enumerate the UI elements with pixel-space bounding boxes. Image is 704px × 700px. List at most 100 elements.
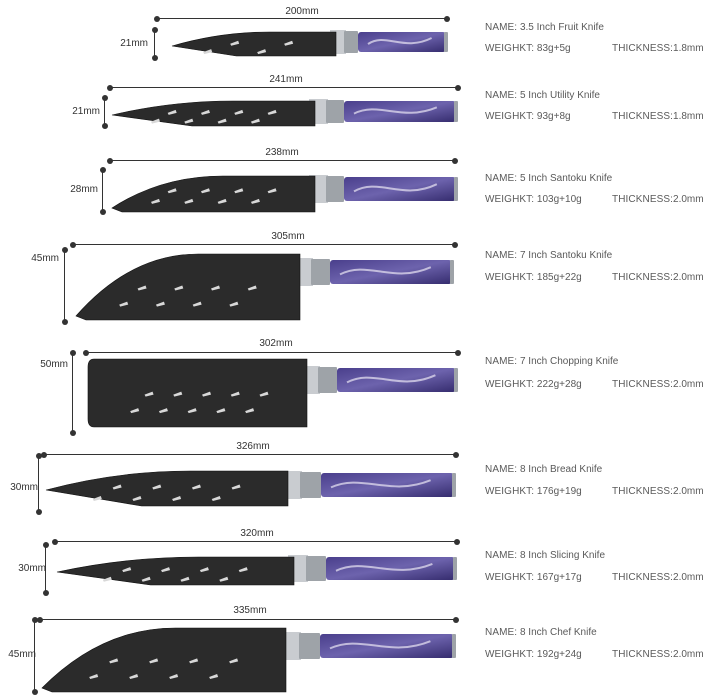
handle-end-cap [450, 260, 454, 284]
knife-weight: WEIGHKT: 176g+19g [485, 486, 582, 497]
handle-end-cap [454, 368, 458, 392]
width-label: 30mm [18, 563, 46, 574]
knife-image [111, 99, 458, 127]
handle-swirl [353, 183, 438, 193]
sheath [75, 253, 301, 321]
width-dimension-line [101, 95, 108, 129]
sheath-vent [267, 109, 277, 115]
sheath-vent [144, 391, 154, 397]
knife-row: 200mm 21mm NAME: 3.5 Inch Fruit Knife WE… [0, 0, 704, 80]
width-label: 45mm [31, 253, 59, 264]
bolster [299, 633, 320, 659]
knife-name: NAME: 5 Inch Utility Knife [485, 90, 600, 101]
sheath-vent [122, 567, 132, 573]
sheath-vent [234, 188, 244, 194]
width-dimension-line [69, 350, 76, 436]
length-label: 326mm [236, 441, 270, 452]
knife-image [41, 627, 456, 693]
sheath-vent [109, 658, 119, 664]
length-label: 241mm [269, 74, 303, 85]
sheath-vent [130, 408, 140, 414]
sheath-vent [92, 496, 102, 501]
sheath-vent [231, 484, 241, 490]
knife-name: NAME: 3.5 Inch Fruit Knife [485, 22, 604, 33]
knife-thickness: THICKNESS:2.0mm [612, 486, 704, 497]
knife-thickness: THICKNESS:1.8mm [612, 43, 704, 54]
width-label: 45mm [8, 649, 36, 660]
sheath-vent [155, 301, 165, 307]
sheath-vent [151, 198, 160, 204]
sheath-vent [158, 408, 168, 414]
knife-weight: WEIGHKT: 83g+5g [485, 43, 571, 54]
sheath-vent [247, 285, 257, 291]
sheath-vent [184, 118, 194, 124]
sheath-vent [89, 674, 99, 680]
knife-row: 238mm 28mm NAME: 5 Inch Santoku Knife WE… [0, 147, 704, 230]
length-label: 238mm [265, 147, 299, 158]
sheath-vent [172, 496, 182, 501]
sheath-vent [173, 391, 183, 397]
length-label: 302mm [259, 338, 293, 349]
sheath [111, 100, 316, 127]
sheath-vent [132, 496, 142, 501]
length-label: 335mm [233, 605, 267, 616]
knife-image [111, 175, 458, 213]
sheath-vent [200, 109, 210, 115]
knife-thickness: THICKNESS:2.0mm [612, 379, 704, 390]
sheath [111, 175, 316, 213]
width-dimension-line [35, 453, 42, 515]
sheath-vent [230, 391, 240, 397]
width-dimension-line [61, 247, 68, 325]
length-dimension-line [37, 616, 459, 623]
width-label: 21mm [72, 106, 100, 117]
sheath-vent [257, 49, 267, 55]
knife-name: NAME: 8 Inch Slicing Knife [485, 550, 606, 561]
sheath-vent [238, 567, 248, 573]
knife-weight: WEIGHKT: 167g+17g [485, 572, 582, 583]
sheath-vent [234, 109, 244, 115]
knife-row: 335mm 45mm NAME: 8 Inch Chef Knife WEIGH… [0, 600, 704, 700]
length-dimension-line [41, 451, 459, 458]
length-dimension-line [107, 157, 458, 164]
handle-swirl [330, 479, 431, 489]
sheath-vent [169, 674, 179, 680]
length-dimension-line [52, 538, 460, 545]
sheath-vent [192, 301, 202, 307]
knife-name: NAME: 8 Inch Chef Knife [485, 627, 597, 638]
sheath [41, 627, 287, 693]
sheath-vent [149, 658, 159, 664]
width-dimension-line [42, 542, 49, 596]
knife-thickness: THICKNESS:2.0mm [612, 194, 704, 205]
handle-swirl [339, 266, 432, 276]
bolster [344, 31, 358, 53]
sheath-vent [161, 567, 171, 573]
width-label: 30mm [10, 482, 38, 493]
width-dimension-line [99, 167, 106, 215]
knife-thickness: THICKNESS:2.0mm [612, 572, 704, 583]
knife-image [45, 470, 456, 507]
knife-thickness: THICKNESS:1.8mm [612, 111, 704, 122]
sheath-vent [174, 285, 184, 291]
knife-image [75, 253, 454, 321]
sheath-vent [216, 408, 226, 414]
sheath-vent [102, 576, 112, 582]
sheath-vent [137, 285, 147, 291]
knife-name: NAME: 5 Inch Santoku Knife [485, 173, 613, 184]
length-dimension-line [154, 15, 450, 22]
sheath-vent [211, 496, 221, 501]
knife-weight: WEIGHKT: 192g+24g [485, 649, 582, 660]
width-label: 28mm [70, 184, 98, 195]
sheath-vent [200, 188, 210, 194]
sheath-vent [211, 285, 221, 291]
sheath-vent [199, 567, 209, 573]
sheath-vent [187, 408, 197, 414]
sheath-vent [119, 301, 129, 307]
handle-end-cap [444, 32, 448, 52]
bolster [306, 556, 326, 581]
knife-image [56, 555, 457, 586]
length-dimension-line [107, 84, 461, 91]
sheath-vent [230, 40, 240, 46]
sheath-vent [129, 674, 139, 680]
bolster [300, 472, 321, 498]
